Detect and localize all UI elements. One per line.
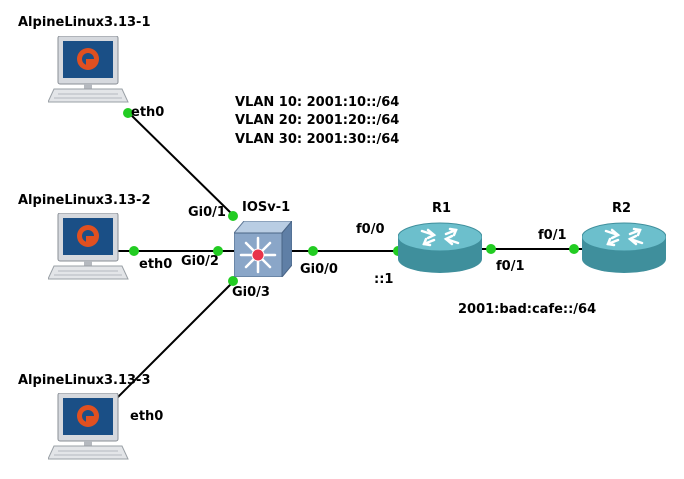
computer-icon[interactable]	[48, 213, 130, 283]
port-dot-switch-gi0-0[interactable]	[308, 246, 318, 256]
port-dot-alpine1-eth0[interactable]	[123, 108, 133, 118]
r1-address-label: ::1	[374, 272, 394, 287]
computer-icon[interactable]	[48, 393, 130, 463]
port-dot-r1-f0-1[interactable]	[486, 244, 496, 254]
port-label-alpine2-eth0: eth0	[139, 257, 173, 272]
port-label-switch-gi0-3: Gi0/3	[232, 285, 270, 300]
network-label-r1-r2: 2001:bad:cafe::/64	[458, 302, 597, 317]
port-label-switch-gi0-1: Gi0/1	[188, 205, 226, 220]
port-label-r1-f0-1: f0/1	[496, 259, 525, 274]
port-label-switch-gi0-0: Gi0/0	[300, 262, 338, 277]
link-alpine1-switch[interactable]	[127, 111, 234, 216]
computer-icon[interactable]	[48, 36, 130, 106]
link-alpine3-switch[interactable]	[111, 281, 234, 404]
node-name-alpine3[interactable]: AlpineLinux3.13-3	[18, 373, 151, 388]
port-dot-switch-gi0-1[interactable]	[228, 211, 238, 221]
router-icon[interactable]	[398, 221, 482, 275]
port-dot-switch-gi0-3[interactable]	[228, 276, 238, 286]
node-name-switch[interactable]: IOSv-1	[242, 200, 291, 215]
port-label-alpine3-eth0: eth0	[130, 409, 164, 424]
router-icon[interactable]	[582, 221, 666, 275]
node-name-alpine2[interactable]: AlpineLinux3.13-2	[18, 193, 151, 208]
vlan-label: VLAN 20: 2001:20::/64	[235, 113, 400, 128]
node-name-alpine1[interactable]: AlpineLinux3.13-1	[18, 15, 151, 30]
port-dot-r2-f0-1[interactable]	[569, 244, 579, 254]
vlan-label: VLAN 30: 2001:30::/64	[235, 132, 400, 147]
vlan-label: VLAN 10: 2001:10::/64	[235, 95, 400, 110]
port-dot-alpine2-eth0[interactable]	[129, 246, 139, 256]
port-dot-switch-gi0-2[interactable]	[213, 246, 223, 256]
port-label-r1-f0-0: f0/0	[356, 222, 385, 237]
port-label-switch-gi0-2: Gi0/2	[181, 254, 219, 269]
port-label-alpine1-eth0: eth0	[131, 105, 165, 120]
multilayer-switch-icon[interactable]	[234, 221, 292, 277]
port-label-r2-f0-1: f0/1	[538, 228, 567, 243]
node-name-r2[interactable]: R2	[612, 201, 632, 216]
node-name-r1[interactable]: R1	[432, 201, 452, 216]
